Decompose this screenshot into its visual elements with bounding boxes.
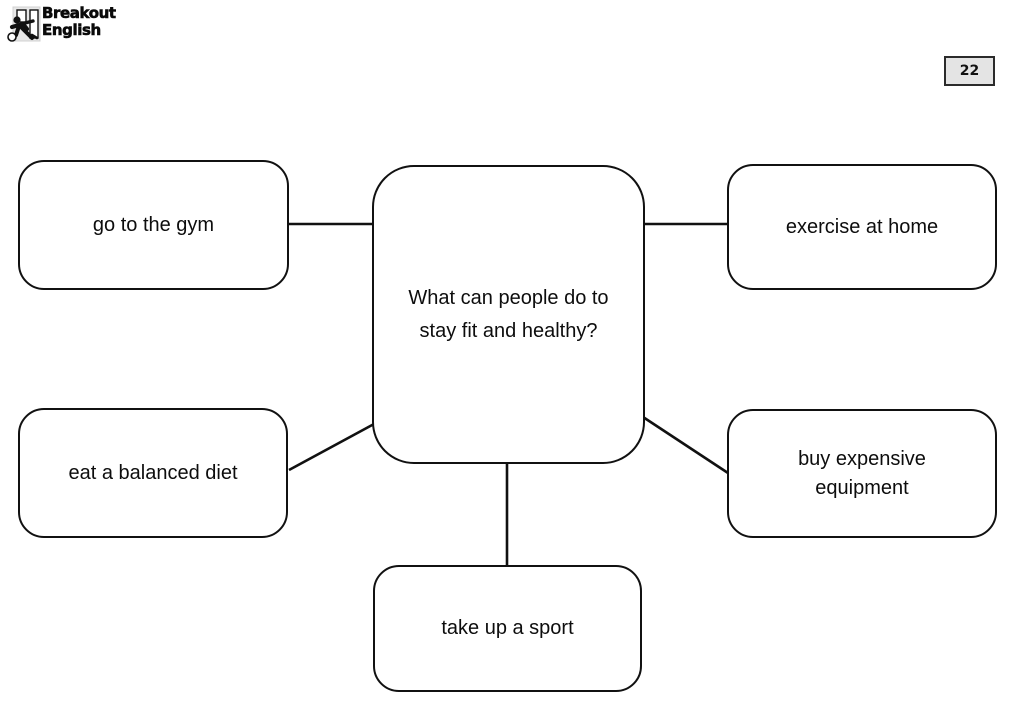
node-label: go to the gym xyxy=(92,213,215,236)
branch-node-exercise-at-home[interactable]: exercise at home xyxy=(727,164,997,290)
node-label: What can people do to stay fit and healt… xyxy=(408,286,609,342)
node-label: exercise at home xyxy=(785,215,939,238)
running-man-exit-icon xyxy=(6,4,50,44)
node-label: take up a sport xyxy=(441,617,574,639)
page-number-value: 22 xyxy=(959,63,980,79)
node-label: buy expensive equipment xyxy=(798,447,926,499)
brand-logo: Breakout English xyxy=(6,4,126,44)
branch-node-buy-expensive-equipment[interactable]: buy expensive equipment xyxy=(727,409,997,538)
branch-node-go-to-the-gym[interactable]: go to the gym xyxy=(18,160,289,290)
branch-node-take-up-a-sport[interactable]: take up a sport xyxy=(373,565,642,692)
central-node-central-question[interactable]: What can people do to stay fit and healt… xyxy=(372,165,645,464)
connector-diet xyxy=(288,422,375,472)
page-number-badge: 22 xyxy=(944,56,995,86)
brand-wordmark-line2: English xyxy=(42,21,102,39)
brand-wordmark-line1: Breakout xyxy=(42,4,117,22)
node-label: eat a balanced diet xyxy=(68,461,238,484)
branch-node-eat-a-balanced-diet[interactable]: eat a balanced diet xyxy=(18,408,288,538)
connector-equipment xyxy=(642,415,729,475)
brand-wordmark: Breakout English xyxy=(42,4,128,43)
